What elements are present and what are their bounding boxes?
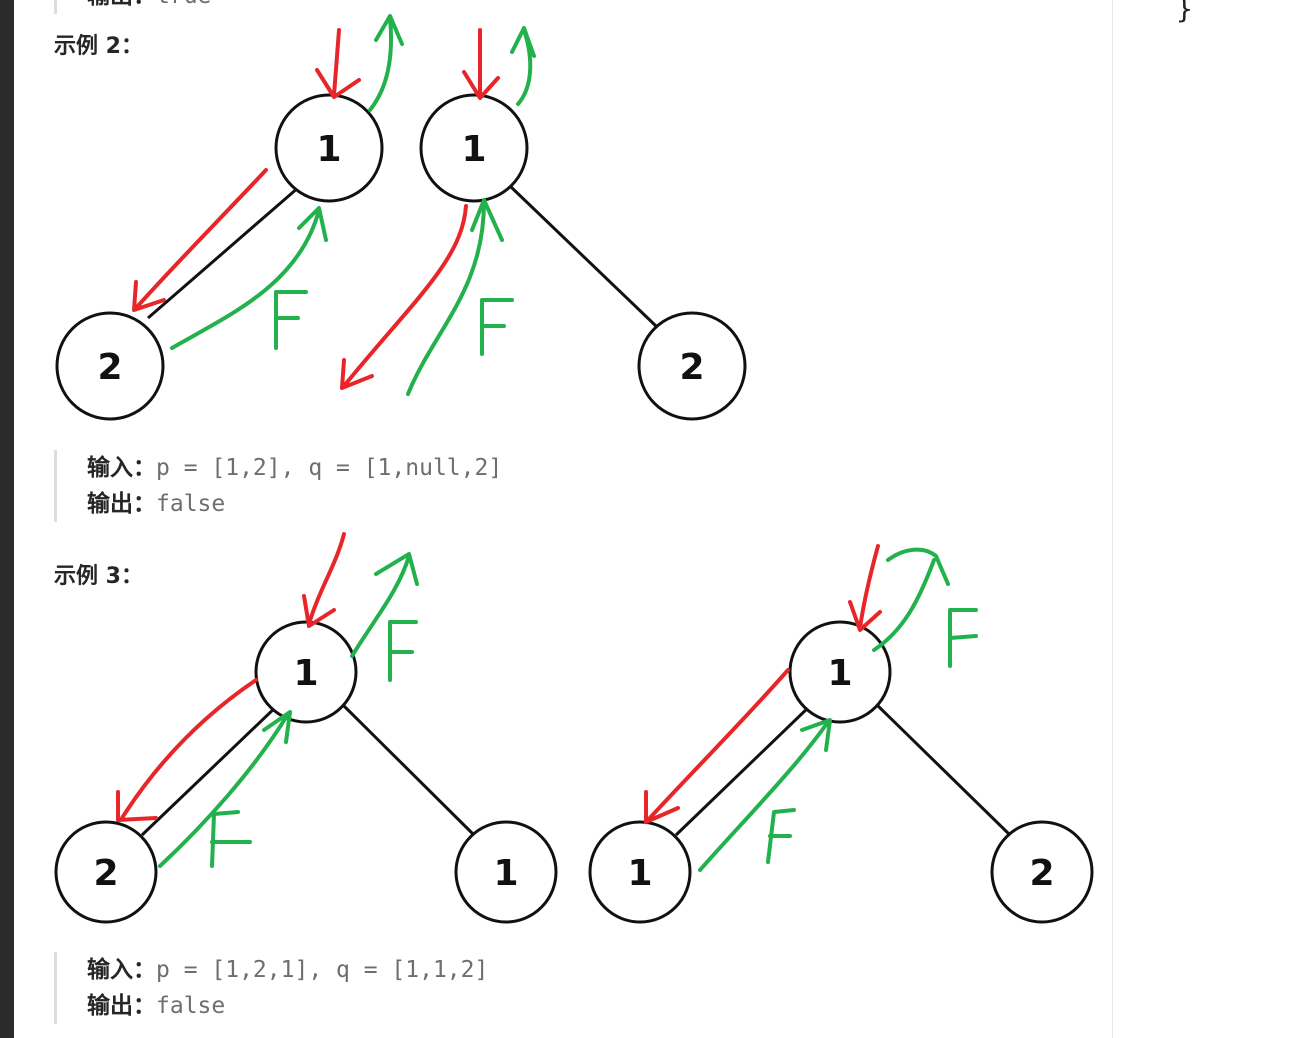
input-value: p = [1,2], q = [1,null,2] (156, 455, 503, 481)
tree-node-root (254, 620, 358, 724)
green-arrow (872, 547, 950, 652)
green-arrow (158, 710, 292, 868)
tree-node-label: 2 (97, 347, 122, 388)
output-value: false (156, 993, 226, 1019)
red-arrow (644, 668, 790, 824)
output-label: 输出： (87, 993, 156, 1019)
tree-node-left (55, 311, 165, 421)
green-arrow (510, 26, 536, 106)
annotation-f-mark (766, 808, 796, 864)
green-arrow (406, 198, 504, 396)
output-label: 输出： (87, 491, 156, 517)
green-arrow (368, 14, 404, 112)
red-arrow (340, 204, 468, 390)
input-value: p = [1,2,1], q = [1,1,2] (156, 957, 489, 983)
red-arrow (462, 28, 500, 100)
input-label: 输入： (87, 455, 156, 481)
green-arrow (170, 206, 328, 350)
green-arrow (350, 552, 419, 658)
tree-node-label: 1 (827, 653, 852, 694)
green-arrow (698, 718, 832, 872)
output-value: false (156, 491, 226, 517)
tree-node-label: 2 (1029, 853, 1054, 894)
annotation-f-mark (948, 608, 978, 668)
tree-node-root (274, 93, 384, 203)
example2-tree-p: 1 2 (55, 93, 384, 421)
tree-node-label: 1 (316, 129, 341, 170)
tree-node-left (54, 820, 158, 924)
example3-tree-p: 1 2 1 (54, 620, 558, 924)
example1-output-line: 输出：true (54, 0, 211, 14)
tree-node-label: 1 (493, 853, 518, 894)
output-label: 输出： (87, 0, 156, 9)
red-arrow (302, 532, 346, 628)
example2-tree-q: 1 2 (419, 93, 747, 421)
annotation-f-mark (388, 620, 418, 682)
red-arrow (132, 168, 268, 312)
red-arrow (315, 28, 361, 99)
annotation-f-mark (210, 810, 252, 868)
tree-node-root (788, 620, 892, 724)
tree-edge (147, 185, 300, 320)
example2-heading: 示例 2： (54, 34, 143, 59)
tree-edge (140, 702, 281, 837)
red-arrow (848, 544, 882, 632)
code-editor-pane[interactable] (1112, 0, 1310, 1038)
example3-tree-q: 1 1 2 (588, 620, 1094, 924)
tree-node-label: 1 (627, 853, 652, 894)
red-arrow (116, 678, 258, 822)
tree-node-right (454, 820, 558, 924)
output-value: true (156, 0, 211, 9)
tree-node-right (637, 311, 747, 421)
input-label: 输入： (87, 957, 156, 983)
example3-annotations (116, 532, 978, 872)
tree-edge (509, 185, 658, 328)
example2-annotations (132, 14, 536, 396)
example2-io-block: 输入：p = [1,2], q = [1,null,2] 输出：false (54, 450, 502, 522)
tree-node-root (419, 93, 529, 203)
example3-heading: 示例 3： (54, 564, 143, 589)
tree-edge (874, 702, 1012, 837)
tree-node-label: 1 (461, 129, 486, 170)
annotation-f-mark (274, 290, 308, 350)
code-closing-brace: } (1176, 0, 1193, 25)
tree-node-label: 1 (293, 653, 318, 694)
tree-node-right (990, 820, 1094, 924)
tree-edge (674, 702, 814, 837)
tree-diagrams: 1 2 1 2 1 (54, 14, 1094, 924)
annotation-f-mark (480, 298, 514, 356)
tree-edge (340, 702, 476, 837)
editor-left-gutter (0, 0, 14, 1038)
example3-io-block: 输入：p = [1,2,1], q = [1,1,2] 输出：false (54, 952, 488, 1024)
problem-description: 输出：true 示例 2： 输入：p = [1,2], q = [1,null,… (14, 0, 1112, 1038)
tree-node-left (588, 820, 692, 924)
tree-node-label: 2 (93, 853, 118, 894)
tree-node-label: 2 (679, 347, 704, 388)
